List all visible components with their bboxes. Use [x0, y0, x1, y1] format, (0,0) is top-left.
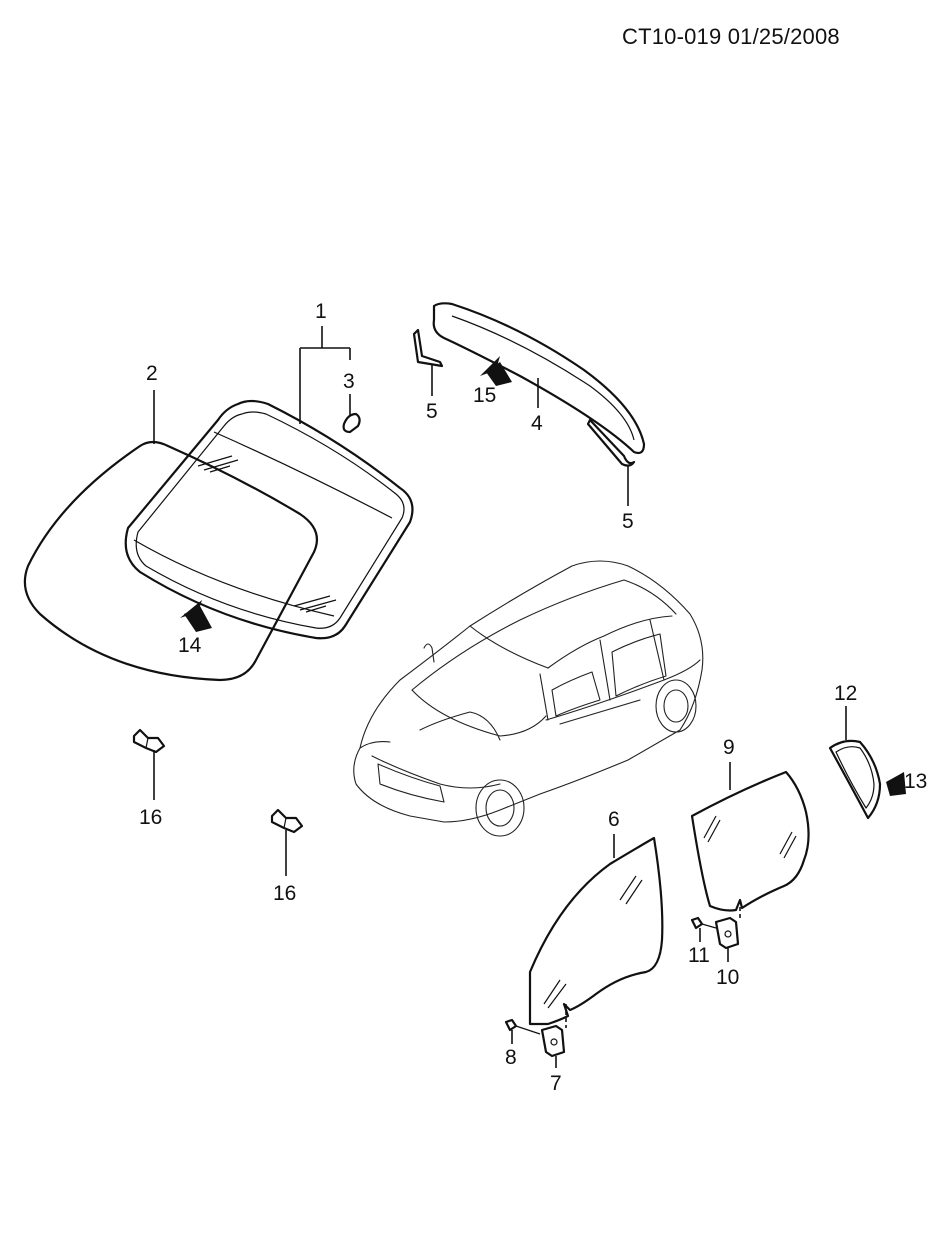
front-glass-bolt	[504, 1018, 541, 1035]
rear-glass-bolt	[690, 916, 717, 930]
weatherstrip-left	[412, 328, 444, 368]
callout-11: 11	[688, 944, 710, 967]
callout-5a: 5	[426, 400, 438, 423]
callout-1: 1	[315, 300, 327, 323]
callout-13: 13	[904, 770, 927, 793]
callout-10: 10	[716, 966, 739, 989]
callout-4: 4	[531, 412, 543, 435]
leader-lines	[153, 326, 847, 1068]
document-code-date: CT10-019 01/25/2008	[622, 24, 840, 49]
callout-7: 7	[550, 1072, 562, 1095]
car-illustration	[353, 560, 704, 837]
callouts: 1 2 3 4 5 5 6 7 8 9 10 11 12 13 14 15 16…	[139, 300, 927, 1095]
windshield-moulding	[23, 440, 318, 682]
quarter-glass	[828, 739, 882, 820]
front-door-glass	[528, 836, 664, 1026]
view-arrow-13	[886, 772, 906, 796]
callout-8: 8	[505, 1046, 517, 1069]
view-arrow-15	[480, 356, 512, 386]
rear-door-glass	[690, 770, 810, 912]
rear-glass-bracket	[714, 916, 740, 950]
weatherstrip-right	[586, 418, 636, 467]
clip-16-right	[270, 808, 304, 834]
callout-16a: 16	[139, 806, 162, 829]
rear-spoiler-glass	[432, 302, 646, 455]
callout-2: 2	[146, 362, 158, 385]
callout-16b: 16	[273, 882, 296, 905]
clip-16-left	[132, 728, 166, 754]
callout-15: 15	[473, 384, 496, 407]
front-glass-bracket	[540, 1024, 566, 1058]
callout-5b: 5	[622, 510, 634, 533]
callout-3: 3	[343, 370, 355, 393]
view-arrow-14	[180, 600, 212, 632]
callout-9: 9	[723, 736, 735, 759]
callout-12: 12	[834, 682, 857, 705]
callout-6: 6	[608, 808, 620, 831]
windshield-clip	[342, 412, 361, 434]
callout-14: 14	[178, 634, 202, 657]
windshield-glass	[124, 399, 414, 640]
